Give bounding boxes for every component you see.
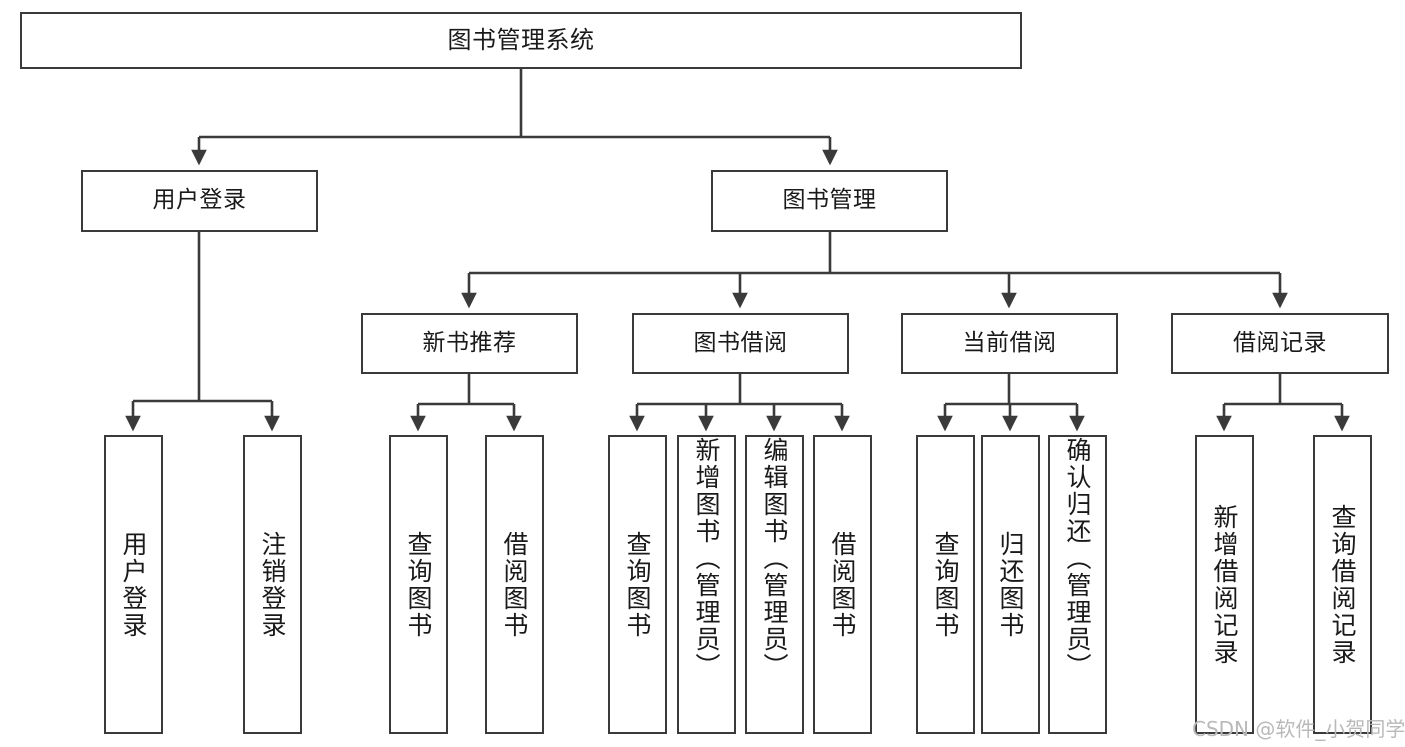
node-label: 查询图书: [404, 530, 433, 639]
node-current-borrow[interactable]: 当前借阅: [901, 313, 1118, 374]
leaf-query-borrow-record[interactable]: 查询借阅记录: [1313, 435, 1372, 734]
leaf-confirm-return-admin[interactable]: 确认归还（管理员）: [1048, 435, 1107, 734]
leaf-query-book-borrow[interactable]: 查询图书: [608, 435, 667, 734]
node-label: 图书借阅: [693, 329, 788, 356]
node-user-login[interactable]: 用户登录: [81, 170, 318, 232]
node-label: 归还图书: [996, 530, 1025, 639]
node-label: 用户登录: [152, 187, 247, 214]
node-label: 借阅图书: [828, 530, 857, 639]
node-label: 注销登录: [258, 530, 287, 639]
node-label: 借阅记录: [1233, 329, 1327, 356]
leaf-borrow-book-recommend[interactable]: 借阅图书: [485, 435, 544, 734]
node-label: 确认归还（管理员）: [1063, 437, 1092, 680]
leaf-add-borrow-record[interactable]: 新增借阅记录: [1195, 435, 1254, 734]
node-label: 当前借阅: [962, 329, 1057, 356]
node-label: 图书管理: [782, 187, 877, 214]
leaf-borrow-book[interactable]: 借阅图书: [813, 435, 872, 734]
node-root-system[interactable]: 图书管理系统: [20, 12, 1022, 69]
node-label: 图书管理系统: [447, 26, 595, 55]
node-label: 借阅图书: [500, 530, 529, 639]
node-book-management[interactable]: 图书管理: [711, 170, 948, 232]
node-borrow-record[interactable]: 借阅记录: [1171, 313, 1389, 374]
leaf-query-book-recommend[interactable]: 查询图书: [389, 435, 448, 734]
node-label: 新书推荐: [422, 329, 517, 356]
node-label: 查询图书: [623, 530, 652, 639]
leaf-user-login[interactable]: 用户登录: [104, 435, 163, 734]
node-new-book-recommend[interactable]: 新书推荐: [361, 313, 578, 374]
node-label: 查询图书: [931, 530, 960, 639]
leaf-logout[interactable]: 注销登录: [243, 435, 302, 734]
node-label: 新增借阅记录: [1210, 503, 1239, 666]
leaf-query-book-current[interactable]: 查询图书: [916, 435, 975, 734]
node-label: 查询借阅记录: [1328, 503, 1357, 666]
leaf-return-book[interactable]: 归还图书: [981, 435, 1040, 734]
leaf-edit-book-admin[interactable]: 编辑图书（管理员）: [745, 435, 804, 734]
node-label: 新增图书（管理员）: [692, 437, 721, 680]
leaf-add-book-admin[interactable]: 新增图书（管理员）: [677, 435, 736, 734]
csdn-watermark: CSDN @软件_小贺同学: [1192, 717, 1405, 741]
node-book-borrow[interactable]: 图书借阅: [632, 313, 849, 374]
node-label: 编辑图书（管理员）: [760, 437, 789, 680]
node-label: 用户登录: [119, 530, 148, 639]
